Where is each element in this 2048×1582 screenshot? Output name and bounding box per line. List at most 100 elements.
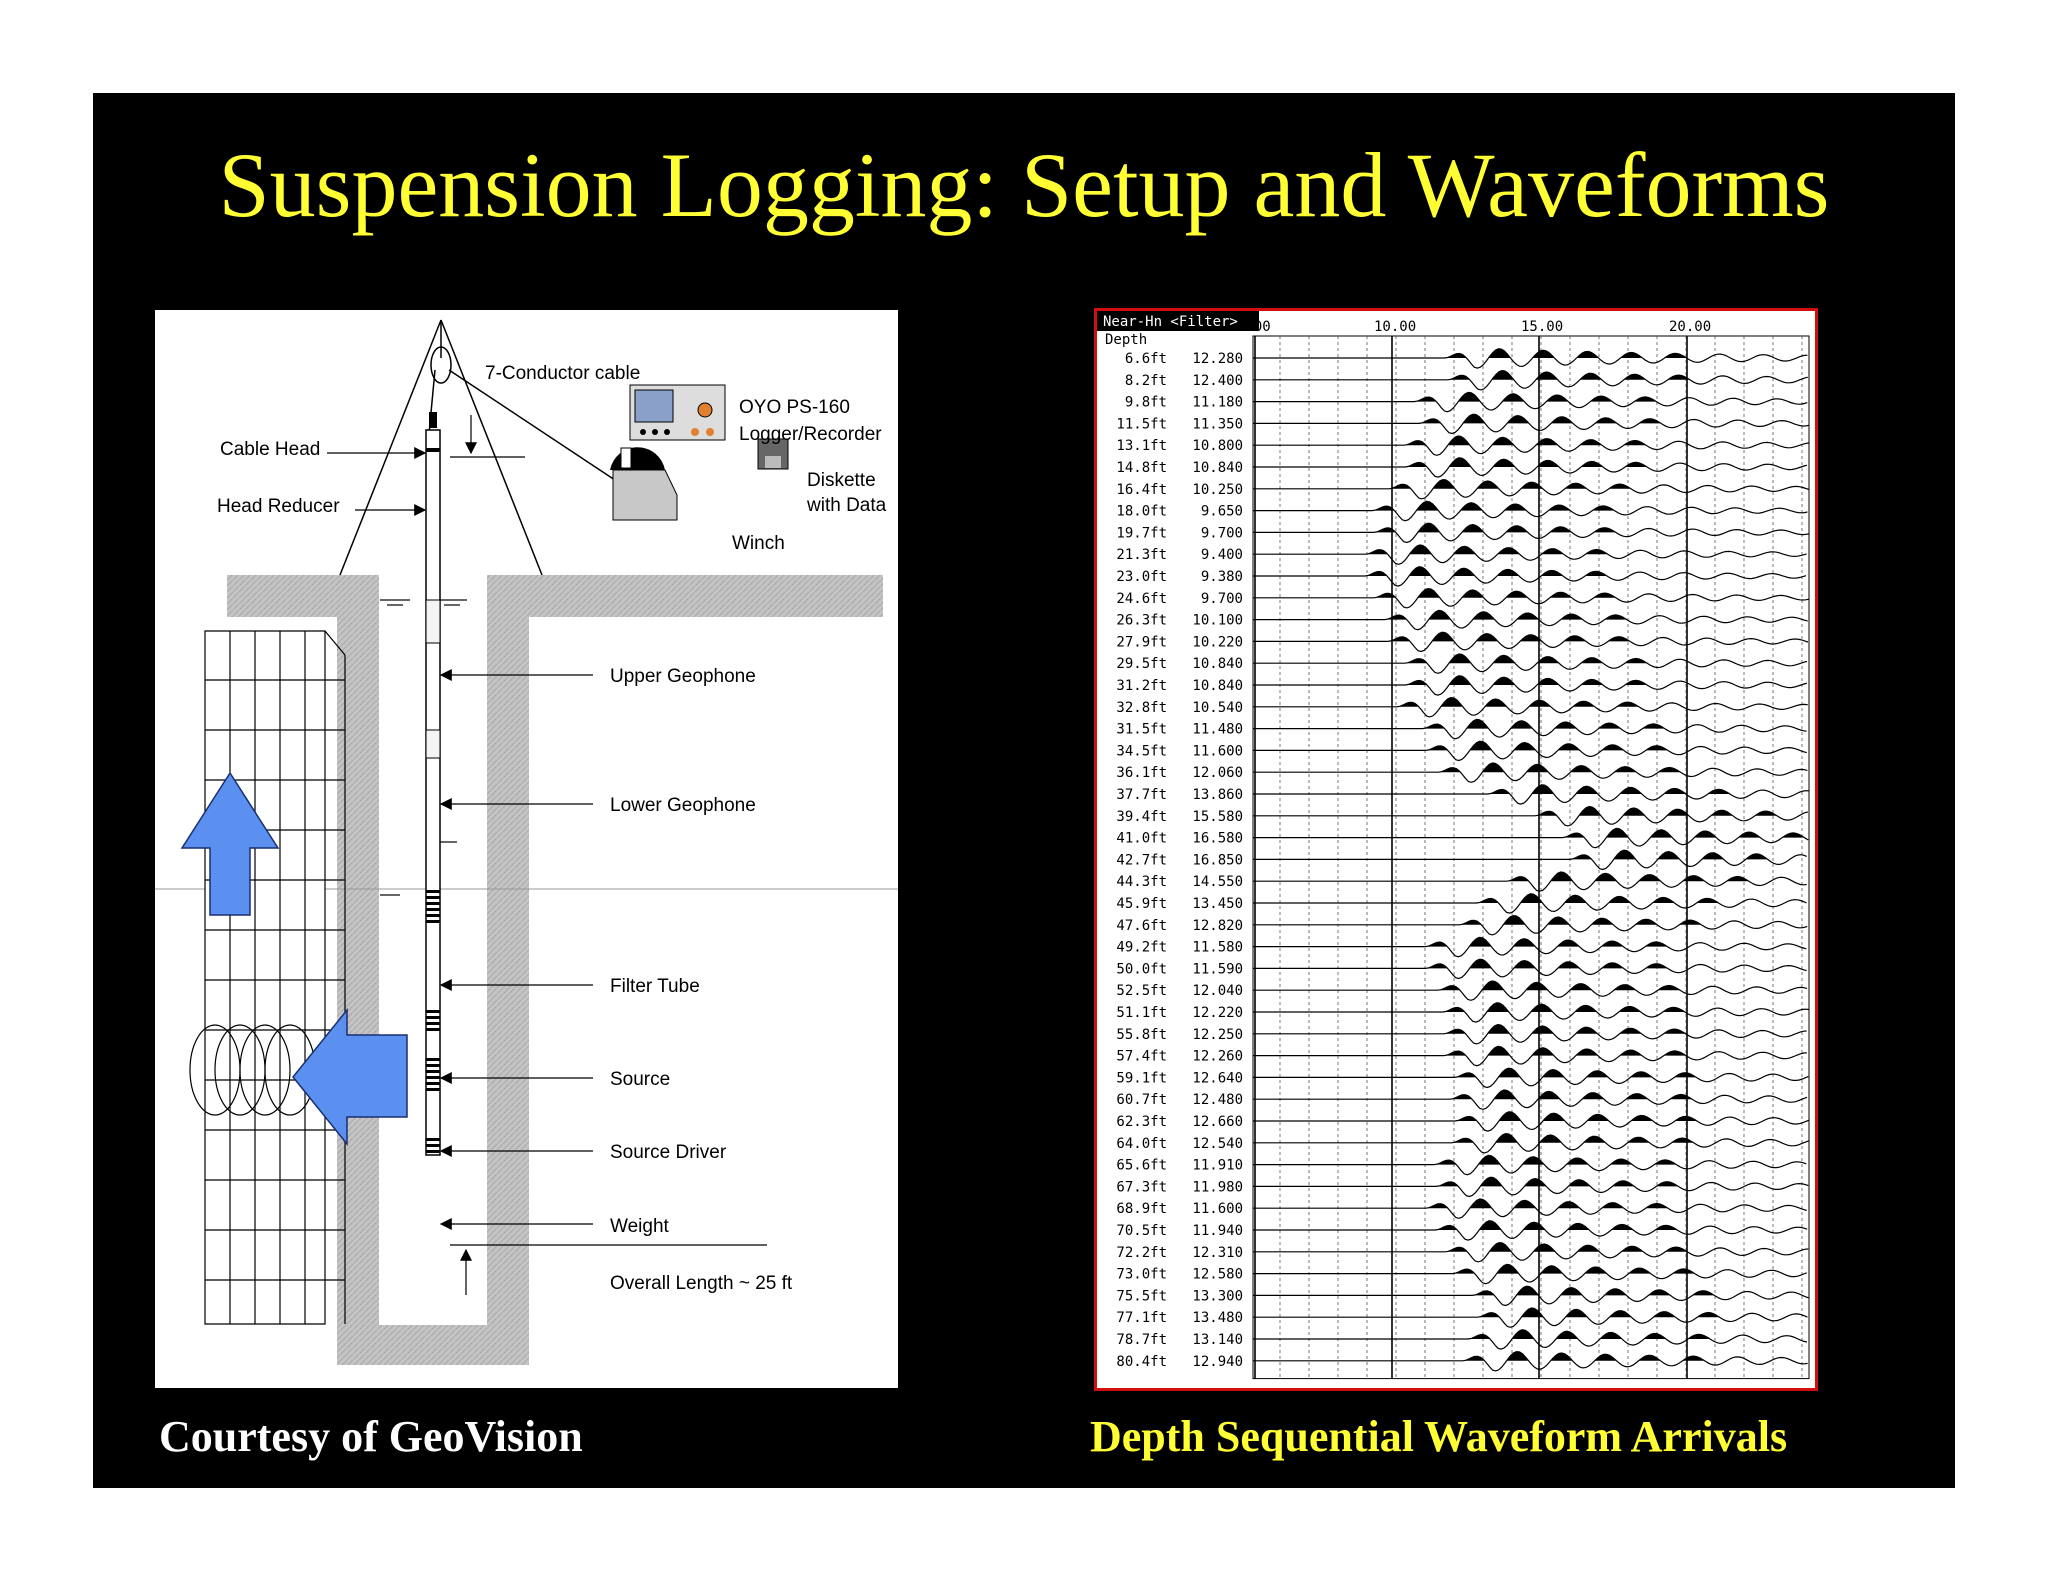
waveform-lobe — [1562, 832, 1585, 838]
row-arrival-time: 11.600 — [1192, 743, 1243, 759]
waveform-lobe — [1604, 1288, 1627, 1296]
waveform-trace — [1253, 500, 1808, 522]
waveform-lobe — [1453, 568, 1475, 576]
waveform-lobe — [1627, 1137, 1650, 1143]
waveform-trace — [1253, 1329, 1808, 1350]
waveform-lobe — [1403, 440, 1426, 446]
probe — [425, 412, 441, 1156]
slide-title: Suspension Logging: Setup and Waveforms — [218, 134, 1830, 236]
waveform-lobe — [1619, 1050, 1642, 1056]
waveform-lobe — [1497, 569, 1519, 576]
row-arrival-time: 11.980 — [1192, 1179, 1243, 1195]
waveform-lobe — [1449, 675, 1471, 685]
logger-label: OYO PS-160 — [739, 397, 850, 418]
tripod — [339, 319, 631, 576]
waveform-lobe — [1528, 700, 1551, 707]
waveform-lobe — [1628, 1268, 1651, 1274]
waveform-lobe — [1594, 1354, 1617, 1361]
waveform-lobe — [1682, 1356, 1705, 1361]
waveform-lobe — [1538, 1091, 1560, 1100]
waveform-lobe — [1531, 1026, 1554, 1034]
waveform-lobe — [1575, 1049, 1598, 1056]
waveform-lobe — [1440, 697, 1463, 707]
waveform-trace — [1253, 457, 1808, 478]
waveform-lobe — [1496, 1264, 1519, 1274]
waveform-lobe — [1658, 767, 1681, 773]
waveform-trace — [1253, 587, 1809, 609]
row-depth: 70.5ft — [1116, 1223, 1167, 1239]
waveform-lobe — [1531, 784, 1554, 794]
row-depth: 16.4ft — [1116, 482, 1167, 498]
waveform-lobe — [1581, 461, 1603, 467]
waveform-lobe — [1449, 654, 1471, 664]
waveform-lobe — [1667, 375, 1690, 380]
waveform-lobe — [1674, 1116, 1697, 1121]
waveform-lobe — [1608, 896, 1631, 903]
waveform-lobe — [1460, 502, 1483, 511]
row-arrival-time: 16.580 — [1192, 831, 1243, 847]
waveform-lobe — [1521, 1308, 1544, 1318]
waveform-lobe — [1425, 963, 1448, 969]
waveform-lobe — [1452, 1268, 1475, 1274]
waveform-trace — [1253, 435, 1809, 456]
waveform-lobe — [1550, 872, 1573, 882]
waveform-lobe — [1506, 876, 1529, 882]
waveform-lobe — [1608, 484, 1631, 489]
waveform-lobe — [1622, 808, 1645, 816]
waveform-lobe — [1472, 611, 1495, 620]
waveform-lobe — [1550, 1353, 1573, 1361]
waveform-trace — [1253, 1132, 1809, 1154]
row-depth: 51.1ft — [1116, 1005, 1167, 1021]
waveform-lobe — [1504, 504, 1527, 511]
waveform-lobe — [1447, 375, 1470, 380]
waveform-lobe — [1663, 1029, 1686, 1034]
waveform-lobe — [1435, 1225, 1458, 1230]
waveform-lobe — [1726, 876, 1749, 882]
waveform-lobe — [1745, 853, 1768, 860]
waveform-lobe — [1459, 920, 1482, 925]
waveform-lobe — [1645, 745, 1668, 751]
logger-label-2: Logger/Recorder — [739, 424, 882, 445]
waveform-lobe — [1462, 1356, 1485, 1361]
waveform-trace — [1253, 609, 1808, 631]
waveform-lobe — [1645, 963, 1668, 969]
waveform-lobe — [1549, 526, 1572, 533]
time-tick-label: 15.00 — [1521, 319, 1563, 335]
waveform-lobe — [1388, 484, 1411, 489]
waveform-lobe — [1468, 1334, 1490, 1339]
row-arrival-time: 13.450 — [1192, 896, 1243, 912]
waveform-lobe — [1574, 1005, 1597, 1012]
waveform-lobe — [1692, 1290, 1715, 1296]
waveform-lobe — [1581, 679, 1603, 685]
waveform-lobe — [1532, 350, 1555, 358]
waveform-lobe — [1488, 348, 1511, 358]
filter-tag: Near-Hn <Filter> — [1103, 314, 1238, 330]
waveform-trace — [1253, 1241, 1809, 1263]
waveform-trace — [1253, 1111, 1810, 1132]
waveform-lobe — [1601, 1202, 1624, 1209]
waveform-lobe — [1396, 702, 1419, 707]
waveform-lobe — [1608, 636, 1630, 642]
waveform-lobe — [1469, 937, 1492, 947]
row-depth: 6.6ft — [1125, 351, 1167, 367]
waveform-trace — [1253, 1263, 1807, 1285]
waveform-lobe — [1443, 1050, 1466, 1056]
row-depth: 18.0ft — [1116, 504, 1167, 520]
weight-label: Weight — [610, 1216, 670, 1237]
waveform-lobe — [1520, 893, 1543, 903]
row-depth: 64.0ft — [1116, 1136, 1167, 1152]
waveform-lobe — [1657, 851, 1680, 860]
waveform-lobe — [1696, 898, 1719, 903]
waveform-lobe — [1489, 1242, 1512, 1252]
row-arrival-time: 9.700 — [1201, 525, 1243, 541]
row-arrival-time: 13.300 — [1192, 1288, 1243, 1304]
